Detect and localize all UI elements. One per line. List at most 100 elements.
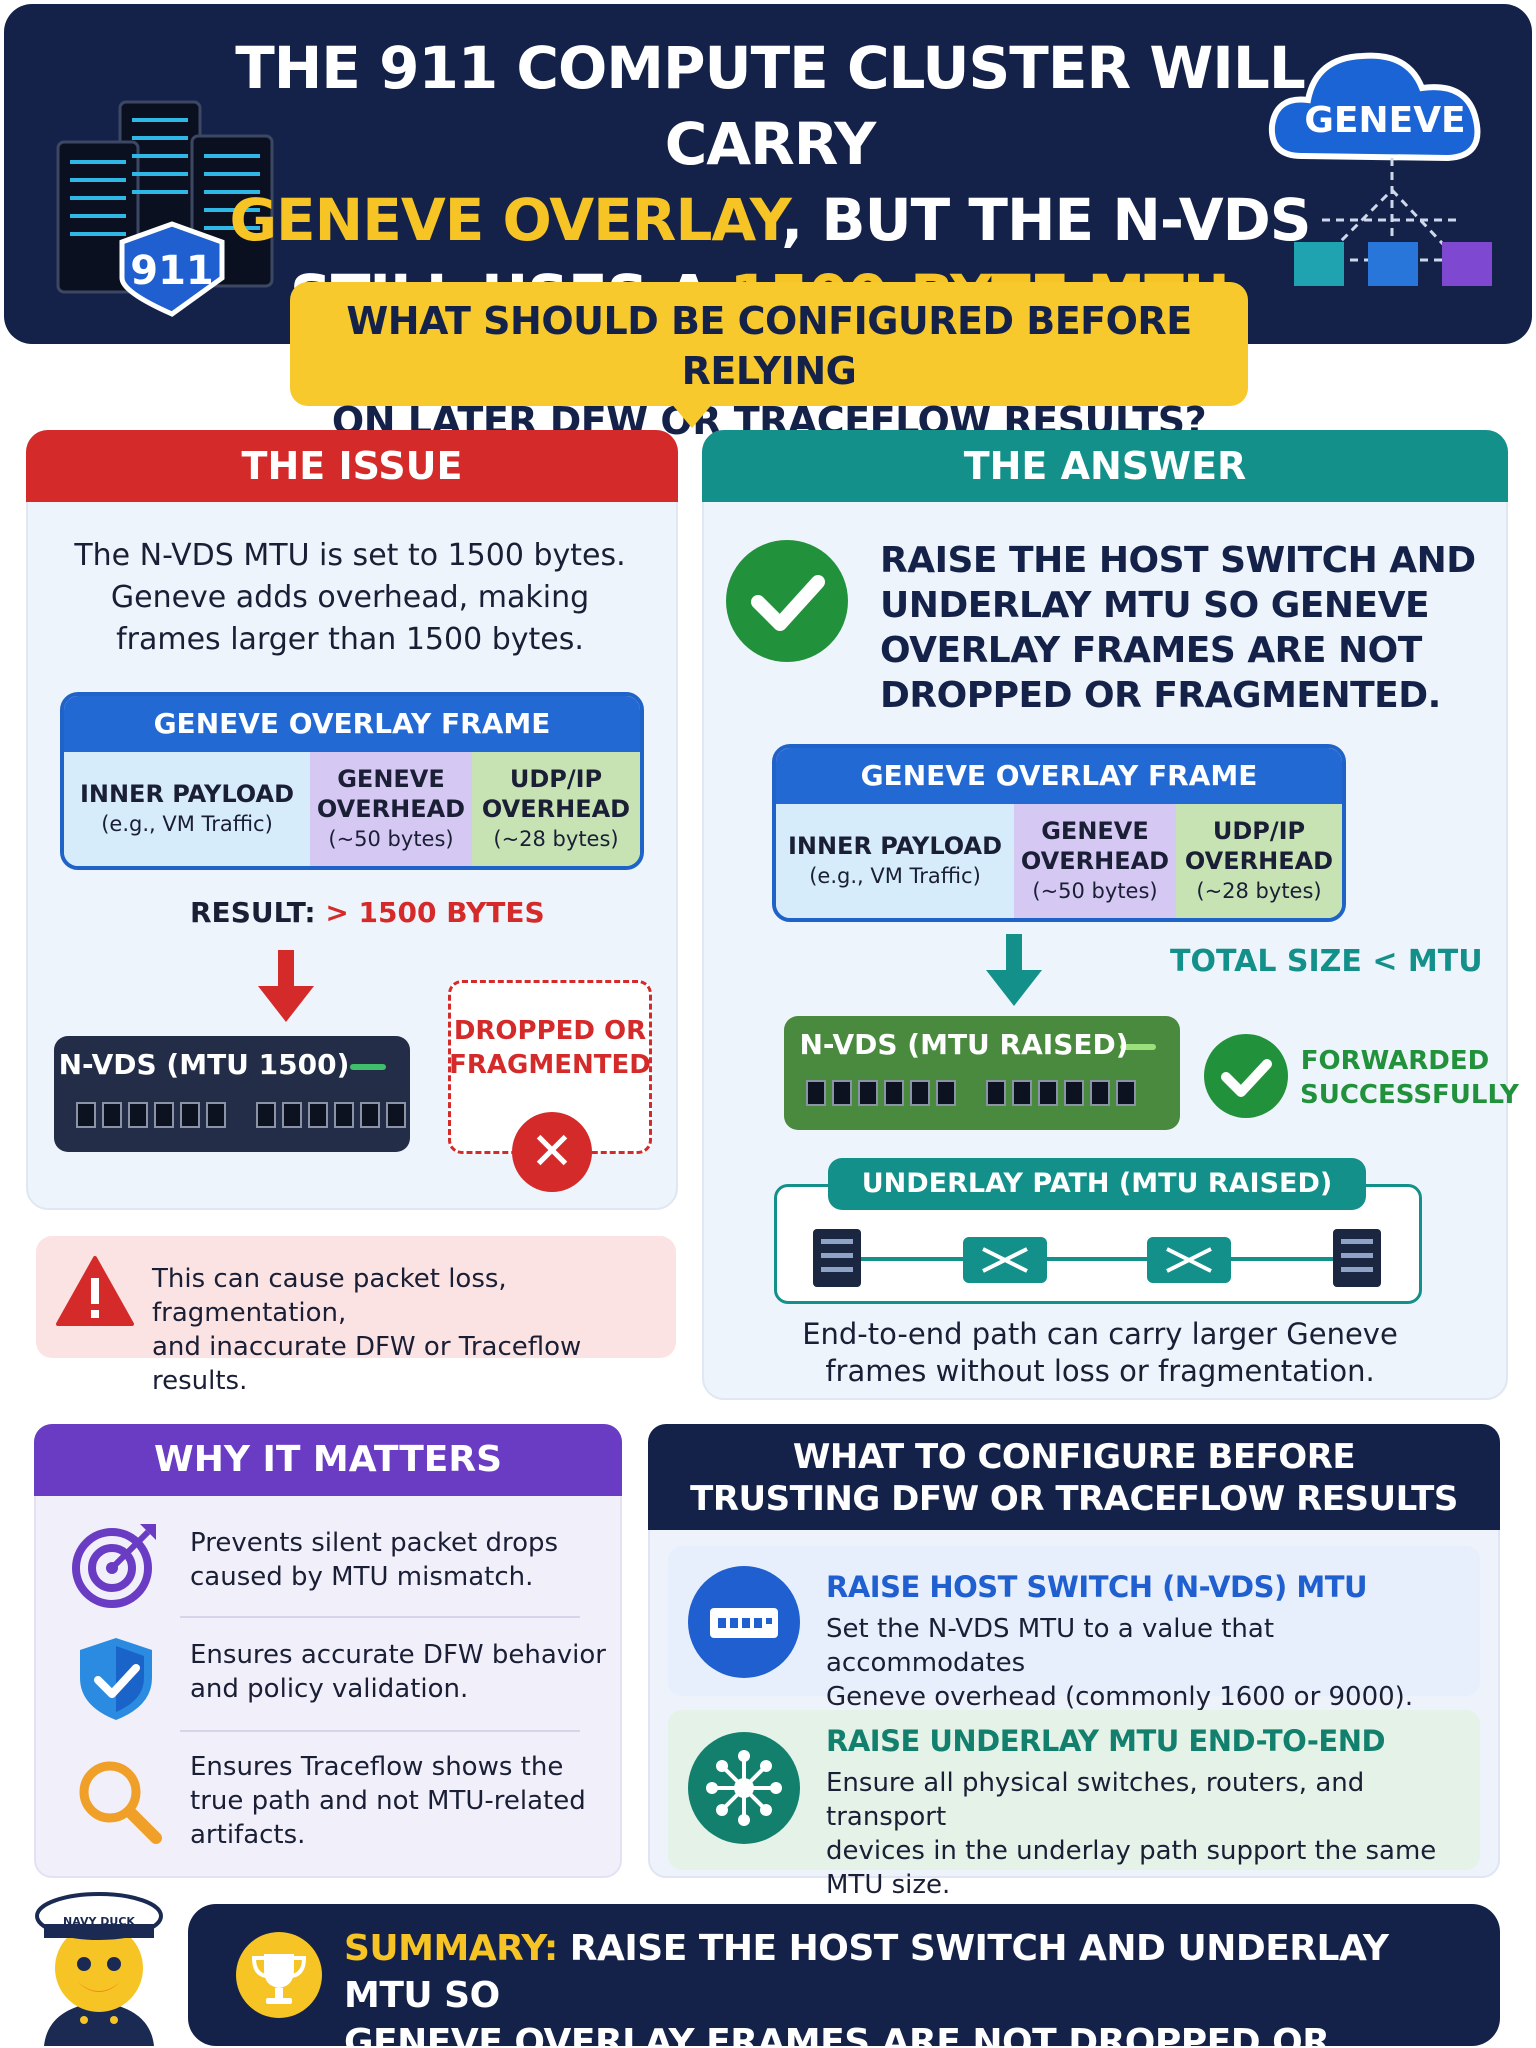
udp-sub: (~28 bytes): [1196, 879, 1322, 903]
inner-payload-cell: INNER PAYLOAD (e.g., VM Traffic): [64, 752, 310, 866]
divider: [180, 1616, 580, 1618]
page-title: THE 911 COMPUTE CLUSTER WILL CARRY GENEV…: [210, 30, 1330, 334]
geneve-sub: (~50 bytes): [1032, 879, 1158, 903]
geneve-title2: OVERHEAD: [316, 795, 466, 823]
configure-item-underlay: [668, 1710, 1480, 1870]
cloud-network-icon: [1262, 30, 1512, 310]
answer-line2: UNDERLAY MTU SO GENEVE: [880, 585, 1430, 626]
geneve-title1: GENEVE: [337, 765, 445, 793]
underlay-path-label: UNDERLAY PATH (MTU RAISED): [828, 1158, 1366, 1210]
why-item-3-line3: artifacts.: [190, 1820, 306, 1850]
cluster-badge-label: 911: [130, 248, 214, 294]
issue-line2: Geneve adds overhead, making: [110, 580, 590, 615]
udp-title2: OVERHEAD: [1184, 847, 1334, 875]
inner-payload-sub: (e.g., VM Traffic): [809, 864, 981, 888]
forwarded-line2: SUCCESSFULLY: [1300, 1080, 1519, 1110]
dropped-line2: FRAGMENTED: [449, 1050, 651, 1080]
why-heading: WHY IT MATTERS: [34, 1424, 622, 1496]
question-callout-tail: [670, 402, 714, 428]
geneve-title1: GENEVE: [1041, 817, 1149, 845]
udp-overhead-cell: UDP/IP OVERHEAD (~28 bytes): [472, 752, 640, 866]
frame-title: GENEVE OVERLAY FRAME: [776, 748, 1342, 804]
inner-payload-title: INNER PAYLOAD: [787, 832, 1003, 860]
configure-heading-line2: TRUSTING DFW OR TRACEFLOW RESULTS: [690, 1479, 1458, 1519]
answer-frame-diagram: GENEVE OVERLAY FRAME INNER PAYLOAD (e.g.…: [772, 744, 1346, 922]
udp-title2: OVERHEAD: [481, 795, 631, 823]
summary-label: SUMMARY:: [344, 1928, 558, 1969]
check-icon: [726, 540, 848, 662]
configure-heading-line1: WHAT TO CONFIGURE BEFORE: [792, 1437, 1356, 1477]
question-line1: WHAT SHOULD BE CONFIGURED BEFORE RELYING: [346, 299, 1192, 393]
inner-payload-sub: (e.g., VM Traffic): [101, 812, 273, 836]
configure-item1-desc: Set the N-VDS MTU to a value that accomm…: [826, 1612, 1466, 1714]
shield-icon: [76, 1636, 156, 1726]
network-hub-icon: [688, 1732, 800, 1844]
why-item-3-line2: true path and not MTU-related: [190, 1786, 586, 1816]
issue-line1: The N-VDS MTU is set to 1500 bytes.: [74, 538, 626, 573]
result-label: RESULT:: [190, 896, 316, 929]
configure-item2-line3: MTU size.: [826, 1870, 951, 1900]
why-item-3: Ensures Traceflow shows the true path an…: [190, 1750, 610, 1852]
switch-ports: [806, 1080, 1136, 1106]
check-icon: [1204, 1034, 1288, 1118]
configure-item-host-switch: [668, 1546, 1480, 1696]
endtoend-line2: frames without loss or fragmentation.: [825, 1354, 1375, 1388]
udp-sub: (~28 bytes): [493, 827, 619, 851]
configure-item2-title: RAISE UNDERLAY MTU END-TO-END: [826, 1724, 1386, 1758]
server-cluster-icon: [52, 92, 282, 322]
configure-item1-line2: Geneve overhead (commonly 1600 or 9000).: [826, 1682, 1414, 1712]
udp-overhead-cell: UDP/IP OVERHEAD (~28 bytes): [1176, 804, 1342, 918]
configure-heading: WHAT TO CONFIGURE BEFORE TRUSTING DFW OR…: [648, 1424, 1500, 1530]
issue-description: The N-VDS MTU is set to 1500 bytes. Gene…: [60, 535, 640, 661]
configure-item1-title: RAISE HOST SWITCH (N-VDS) MTU: [826, 1570, 1368, 1604]
why-item-2-line2: and policy validation.: [190, 1674, 469, 1704]
title-line2-rest: , BUT THE N-VDS: [781, 186, 1311, 254]
why-item-1-line2: caused by MTU mismatch.: [190, 1562, 534, 1592]
configure-item2-line2: devices in the underlay path support the…: [826, 1836, 1437, 1866]
geneve-sub: (~50 bytes): [328, 827, 454, 851]
configure-item2-line1: Ensure all physical switches, routers, a…: [826, 1768, 1365, 1832]
inner-payload-title: INNER PAYLOAD: [79, 780, 295, 808]
geneve-title2: OVERHEAD: [1020, 847, 1170, 875]
summary-line1: RAISE THE HOST SWITCH AND UNDERLAY MTU S…: [344, 1928, 1389, 2016]
result-value: > 1500 BYTES: [325, 896, 545, 929]
x-icon: ✕: [512, 1112, 592, 1192]
nvds-raised-label: N-VDS (MTU RAISED): [799, 1028, 1129, 1061]
why-item-3-line1: Ensures Traceflow shows the: [190, 1752, 564, 1782]
warning-box: [36, 1236, 676, 1358]
dropped-text: DROPPED OR FRAGMENTED: [448, 1014, 652, 1082]
forwarded-line1: FORWARDED: [1300, 1046, 1490, 1076]
configure-item1-line1: Set the N-VDS MTU to a value that accomm…: [826, 1614, 1275, 1678]
endtoend-line1: End-to-end path can carry larger Geneve: [802, 1317, 1398, 1351]
trophy-icon: [236, 1932, 322, 2018]
nvds-switch-raised: [784, 1016, 1180, 1130]
nvds-switch-old: [54, 1036, 410, 1152]
router-icon: [963, 1237, 1047, 1283]
warning-line1: This can cause packet loss, fragmentatio…: [152, 1264, 507, 1328]
udp-title1: UDP/IP: [1212, 817, 1306, 845]
why-item-2: Ensures accurate DFW behavior and policy…: [190, 1638, 610, 1706]
warning-icon: [56, 1256, 134, 1330]
forwarded-text: FORWARDED SUCCESSFULLY: [1300, 1044, 1519, 1112]
down-arrow-icon: [258, 950, 314, 1026]
magnifier-icon: [74, 1756, 164, 1850]
duck-mascot-icon: [14, 1890, 184, 2046]
answer-text: RAISE THE HOST SWITCH AND UNDERLAY MTU S…: [880, 538, 1480, 718]
configure-item2-desc: Ensure all physical switches, routers, a…: [826, 1766, 1466, 1902]
endtoend-text: End-to-end path can carry larger Geneve …: [760, 1316, 1440, 1390]
why-item-1-line1: Prevents silent packet drops: [190, 1528, 559, 1558]
frame-title: GENEVE OVERLAY FRAME: [64, 696, 640, 752]
server-icon: [813, 1229, 861, 1287]
summary-banner: [188, 1904, 1500, 2046]
udp-title1: UDP/IP: [509, 765, 603, 793]
switch-led: [350, 1064, 386, 1070]
switch-ports: [76, 1102, 406, 1128]
switch-icon: [688, 1566, 800, 1678]
answer-line3: OVERLAY FRAMES ARE NOT: [880, 630, 1422, 671]
title-line1: THE 911 COMPUTE CLUSTER WILL CARRY: [235, 34, 1306, 178]
why-item-1: Prevents silent packet drops caused by M…: [190, 1526, 610, 1594]
geneve-overhead-cell: GENEVE OVERHEAD (~50 bytes): [1014, 804, 1176, 918]
warning-line2: and inaccurate DFW or Traceflow results.: [152, 1332, 582, 1396]
server-icon: [1333, 1229, 1381, 1287]
issue-line3: frames larger than 1500 bytes.: [116, 622, 584, 657]
